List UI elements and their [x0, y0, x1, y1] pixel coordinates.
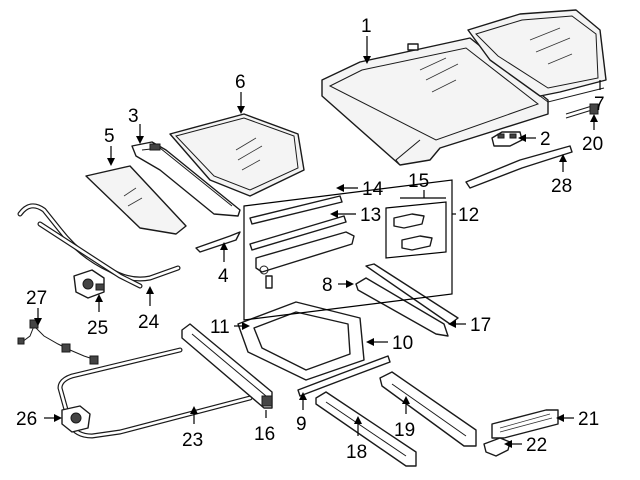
part-10-11-frame — [237, 301, 365, 381]
callout-23: 23 — [182, 430, 203, 451]
callout-3: 3 — [128, 106, 139, 127]
callout-10: 10 — [392, 333, 413, 354]
callout-13: 13 — [360, 205, 381, 226]
callout-labels: 1 2 3 4 5 6 7 8 9 10 11 12 13 14 15 16 1… — [16, 16, 605, 463]
part-28-seal-strip — [465, 145, 573, 189]
part-27-wiring-harness — [17, 319, 99, 365]
part-17-trim-strip — [355, 263, 459, 337]
callout-1: 1 — [361, 16, 372, 37]
part-4-wedge — [195, 231, 241, 253]
callout-2: 2 — [540, 129, 551, 150]
part-1-glass-panel — [321, 37, 549, 166]
part-22-bracket — [483, 437, 511, 457]
part-19-rail — [379, 371, 477, 447]
callout-14: 14 — [362, 179, 384, 200]
part-3-deflector-frame — [131, 141, 241, 217]
callout-6: 6 — [235, 72, 246, 93]
callout-19: 19 — [394, 420, 415, 441]
part-21-trim-piece — [491, 409, 559, 439]
callout-18: 18 — [346, 442, 367, 463]
part-18-lower-rail — [315, 391, 417, 467]
callout-25: 25 — [87, 318, 108, 339]
callout-7: 7 — [594, 94, 605, 115]
part-2-clip — [491, 131, 523, 147]
part-20-bolt — [565, 103, 599, 119]
callout-12: 12 — [458, 205, 479, 226]
callout-20: 20 — [582, 134, 603, 155]
part-25-motor — [73, 269, 105, 299]
callout-28: 28 — [551, 176, 572, 197]
callout-21: 21 — [578, 409, 599, 430]
part-9-seal-strip — [297, 355, 391, 397]
callout-9: 9 — [296, 414, 307, 435]
parts-12-15-box — [243, 179, 453, 321]
callout-5: 5 — [104, 126, 115, 147]
part-16-left-rail — [181, 323, 273, 409]
callout-8: 8 — [322, 275, 333, 296]
callout-17: 17 — [470, 315, 491, 336]
callout-24: 24 — [138, 312, 160, 333]
part-24-drain-hose — [17, 203, 181, 289]
callout-4: 4 — [218, 266, 229, 287]
callout-22: 22 — [526, 435, 547, 456]
callout-16: 16 — [254, 424, 275, 445]
callout-11: 11 — [210, 317, 230, 338]
part-5-deflector-glass — [85, 165, 187, 235]
callout-27: 27 — [26, 288, 47, 309]
leader-lines — [34, 36, 601, 448]
callout-15: 15 — [408, 171, 429, 192]
part-6-front-glass — [169, 113, 305, 197]
part-7-rear-glass — [467, 9, 607, 103]
part-26-motor — [61, 405, 91, 433]
callout-26: 26 — [16, 409, 37, 430]
